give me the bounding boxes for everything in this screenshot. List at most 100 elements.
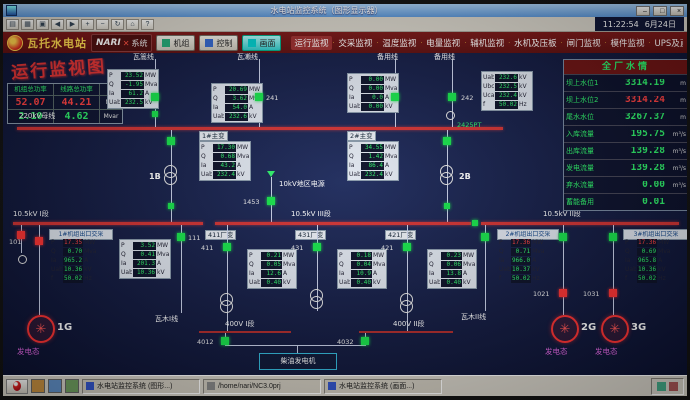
row-unit: kV <box>463 279 471 286</box>
breaker-spare-1[interactable] <box>391 93 399 101</box>
menu-tab-ups[interactable]: UPS及直流 <box>654 39 683 49</box>
row-label: Uab <box>51 266 62 273</box>
breaker-111[interactable] <box>177 233 185 241</box>
breaker-1453[interactable] <box>267 197 275 205</box>
back-icon[interactable]: ◀ <box>51 18 64 30</box>
breaker-2b-high[interactable] <box>443 137 451 145</box>
refresh-icon[interactable]: ↻ <box>111 18 124 30</box>
zoom-in-icon[interactable]: + <box>81 18 94 30</box>
close-icon[interactable]: × <box>670 5 684 16</box>
bus1-pt-branch <box>21 225 22 253</box>
menu-tab-temperature[interactable]: 温度监视 <box>382 39 417 49</box>
bus-tie-breaker[interactable] <box>472 220 478 226</box>
minimize-icon[interactable]: – <box>636 5 650 16</box>
transformer-2-chip: 2#主变 <box>347 131 376 141</box>
row-value: 0.01 <box>642 198 665 206</box>
system-button[interactable]: NARI ✕ 系统 <box>91 34 153 52</box>
menu-separator: · <box>604 39 607 47</box>
menu-tab-energy[interactable]: 电量监视 <box>426 39 461 49</box>
quicklaunch-app-icon[interactable] <box>65 379 79 393</box>
bus1-pt-breaker[interactable] <box>17 231 25 239</box>
row-label: Uab <box>483 74 494 81</box>
quicklaunch-terminal-icon[interactable] <box>48 379 62 393</box>
breaker-241[interactable] <box>255 93 263 101</box>
menu-tabs: 运行监视 · 交采监视 · 温度监视 · 电量监视 · 辅机监视 · 水机及压板… <box>291 36 683 50</box>
home-icon[interactable]: ⌂ <box>126 18 139 30</box>
start-button[interactable] <box>6 378 28 394</box>
row-label: Ia <box>201 162 207 169</box>
breaker-4012[interactable] <box>221 337 229 345</box>
help-icon[interactable]: ? <box>141 18 154 30</box>
row-label: 出库流量 <box>566 147 594 155</box>
view-button[interactable]: 画面 <box>242 35 282 51</box>
menu-tab-run[interactable]: 运行监视 <box>291 36 332 50</box>
row-value: 50.02 <box>495 100 518 109</box>
row-label: Q <box>349 85 354 92</box>
breaker-wline2[interactable] <box>481 233 489 241</box>
breaker-431[interactable] <box>313 243 321 251</box>
line-1-name: 瓦篙线 <box>133 53 154 61</box>
breaker-101[interactable] <box>35 237 43 245</box>
panel-gen3: 3#机组出口交采 P17.36MWQ0.69MvarIa965.8AUab10.… <box>623 229 687 283</box>
breaker-1031[interactable] <box>609 289 617 297</box>
row-value: 43.2 <box>213 161 236 170</box>
breaker-line-1[interactable] <box>151 93 159 101</box>
generator-1g-icon[interactable] <box>27 315 55 343</box>
breaker-411[interactable] <box>223 243 231 251</box>
control-button[interactable]: 控制 <box>199 35 239 51</box>
transformer-411-icon[interactable] <box>220 293 234 315</box>
breaker-1b-low[interactable] <box>168 203 174 209</box>
gen3-top-breaker[interactable] <box>609 233 617 241</box>
menu-tab-auxiliary[interactable]: 辅机监视 <box>470 39 505 49</box>
row-label: f <box>499 275 502 282</box>
task-button-3[interactable]: 水电站监控系统 (画面...) <box>324 378 442 394</box>
task-button-2[interactable]: /home/nari/NC3.0prj <box>203 378 321 394</box>
forward-icon[interactable]: ▶ <box>66 18 79 30</box>
menu-tab-gate[interactable]: 闸门监视 <box>566 39 601 49</box>
breaker-242[interactable] <box>448 93 456 101</box>
maximize-icon[interactable]: □ <box>653 5 667 16</box>
row-unit: A <box>532 257 537 264</box>
row-value: 232.5 <box>121 98 144 107</box>
menu-tab-ac-sampling[interactable]: 交采监视 <box>338 39 373 49</box>
row-value: 86.4 <box>361 161 384 170</box>
quicklaunch-folder-icon[interactable] <box>31 379 45 393</box>
zoom-out-icon[interactable]: − <box>96 18 109 30</box>
menu-tab-hydraulic[interactable]: 水机及压板 <box>514 39 557 49</box>
save-icon[interactable]: ▦ <box>21 18 34 30</box>
generator-2g-icon[interactable] <box>551 315 579 343</box>
menu-tab-module[interactable]: 模件监视 <box>610 39 645 49</box>
tray-volume-icon[interactable] <box>669 381 678 391</box>
print-icon[interactable]: ▣ <box>36 18 49 30</box>
transformer-2b-icon[interactable] <box>440 165 454 187</box>
row-label: P <box>429 252 433 259</box>
system-label: 系统 <box>131 38 148 48</box>
transformer-1b-icon[interactable] <box>164 165 178 187</box>
breaker-1b-high[interactable] <box>167 137 175 145</box>
tray-network-icon[interactable] <box>657 381 666 391</box>
breaker-1021[interactable] <box>559 289 567 297</box>
breaker-421[interactable] <box>403 243 411 251</box>
disconnector-line-1[interactable] <box>152 111 158 117</box>
task-button-1[interactable]: 水电站监控系统 (图形...) <box>82 378 200 394</box>
row-value: 0.04 <box>351 260 372 269</box>
transformer-421-icon[interactable] <box>400 293 414 315</box>
row-label: P <box>249 252 253 259</box>
row-value: 201.3 <box>133 259 156 268</box>
row-unit: m³/s <box>672 130 686 138</box>
transformer-431-icon[interactable] <box>310 289 324 311</box>
generator-3g-icon[interactable] <box>601 315 629 343</box>
task-3-label: 水电站监控系统 (画面...) <box>339 383 415 390</box>
open-icon[interactable]: ▤ <box>6 18 19 30</box>
gen2-top-breaker[interactable] <box>559 233 567 241</box>
breaker-2b-low[interactable] <box>444 203 450 209</box>
row-value: 0.00 <box>642 181 665 189</box>
unit-button[interactable]: 机组 <box>156 35 196 51</box>
breaker-4032[interactable] <box>361 337 369 345</box>
row-unit: A <box>463 270 468 277</box>
